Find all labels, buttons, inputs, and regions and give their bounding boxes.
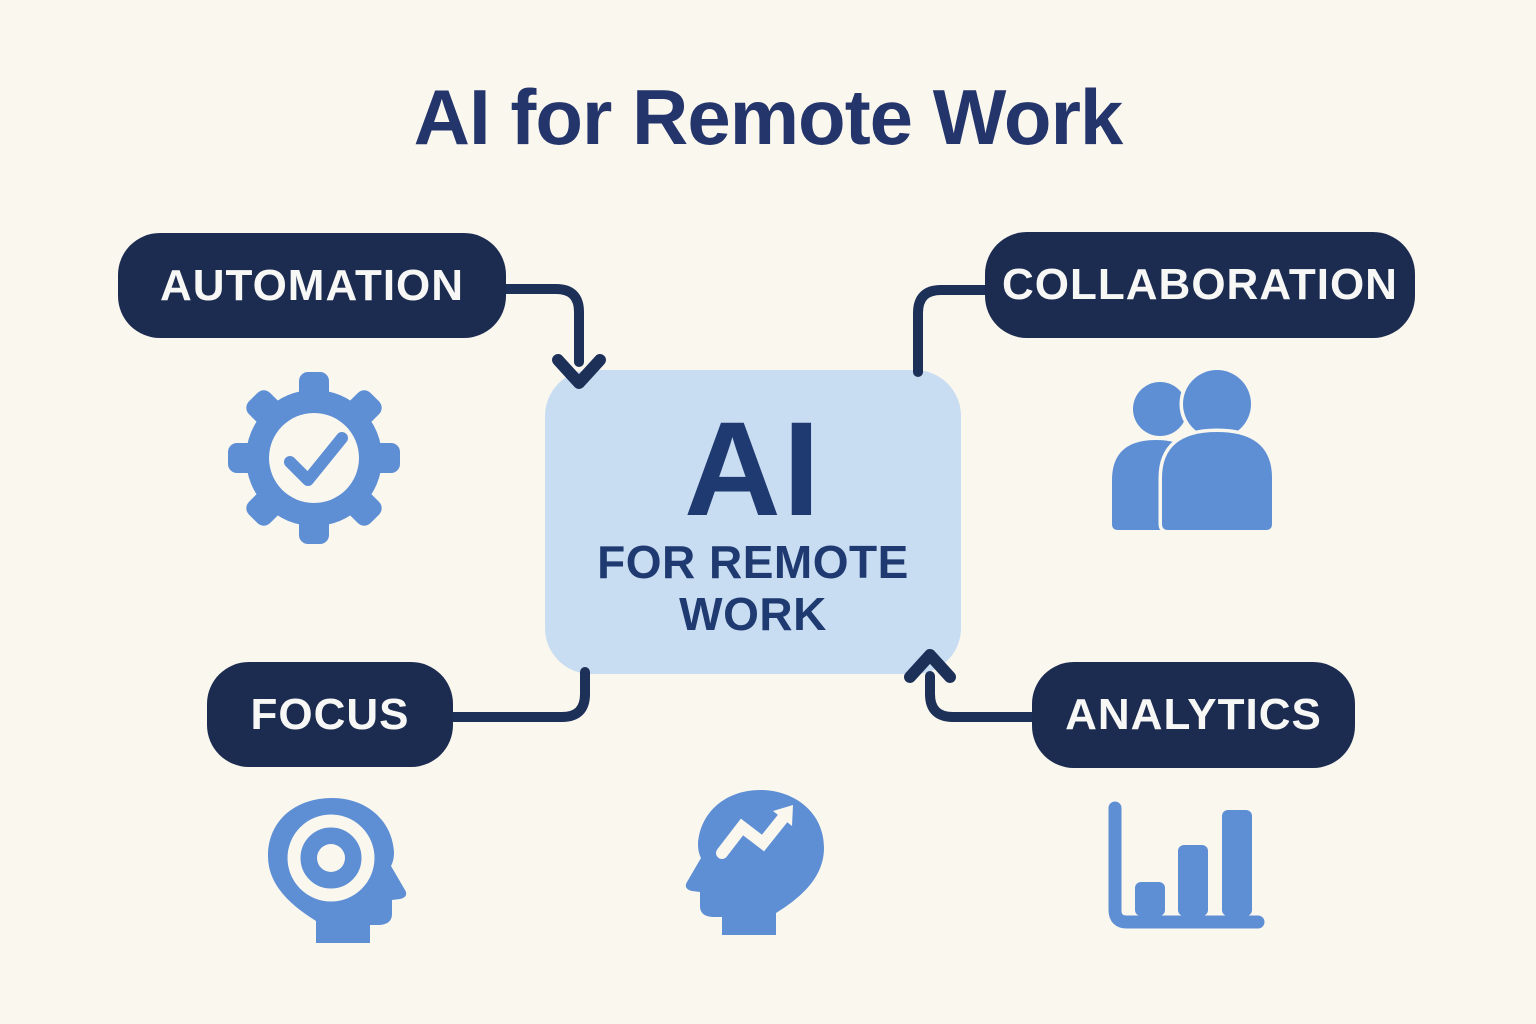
center-node: AI FOR REMOTE WORK [545, 370, 961, 674]
people-icon [1112, 366, 1276, 534]
node-label-analytics: ANALYTICS [1065, 690, 1322, 739]
center-subheading-line2: WORK [679, 588, 827, 640]
node-label-automation: AUTOMATION [159, 260, 465, 310]
bar-chart-icon [1108, 801, 1265, 929]
node-pill-automation: AUTOMATION [118, 233, 506, 338]
page-title: AI for Remote Work [413, 73, 1124, 161]
center-subheading-line1: FOR REMOTE [597, 536, 909, 589]
node-pill-collaboration: COLLABORATION [985, 232, 1415, 338]
connector-collaboration-to-center [913, 285, 995, 377]
node-pill-analytics: ANALYTICS [1032, 662, 1355, 768]
connector-automation-to-center [495, 284, 606, 389]
node-label-collaboration: COLLABORATION [1002, 260, 1398, 309]
head-target-icon [268, 798, 407, 943]
center-heading: AI [684, 395, 822, 545]
gear-check-icon [228, 372, 400, 544]
node-pill-focus: FOCUS [207, 662, 453, 767]
connector-focus-to-center [445, 667, 590, 722]
node-label-focus: FOCUS [250, 689, 410, 739]
head-trend-arrow-icon [685, 790, 824, 935]
